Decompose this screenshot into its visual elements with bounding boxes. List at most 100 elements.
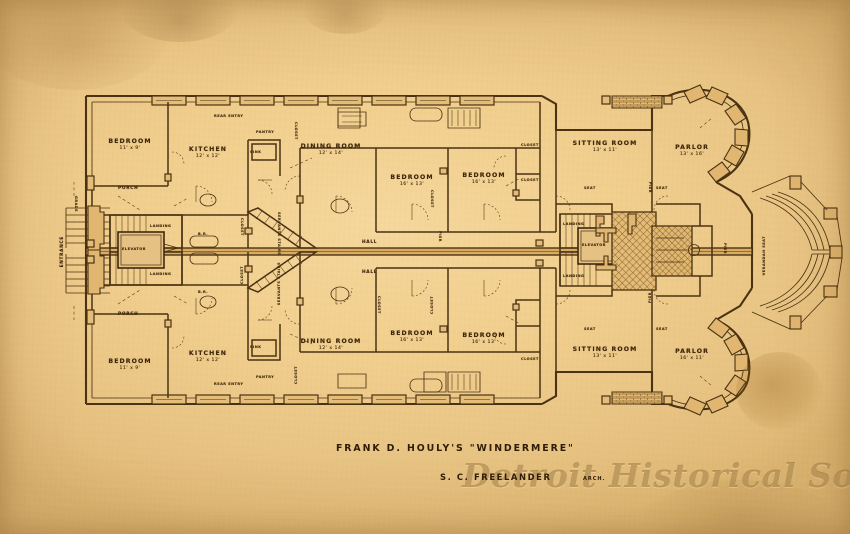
label-rear-entry-upper: REAR ENTRY <box>214 114 244 118</box>
room-label-upper-sitting: SITTING ROOM 13' x 11' <box>570 140 640 153</box>
label-rear-entry-lower: REAR ENTRY <box>214 382 244 386</box>
label-seat-1: SEAT <box>584 186 596 190</box>
room-name: SITTING ROOM <box>572 140 638 147</box>
servants-stair-upper <box>248 208 316 248</box>
page-title: FRANK D. HOULY'S "WINDERMERE" <box>336 443 575 454</box>
room-dims: 13' x 11' <box>592 354 618 359</box>
parlor-piers <box>595 213 637 237</box>
label-elevator-left: ELEVATOR <box>122 247 146 251</box>
label-bath-lower: B.R. <box>198 290 209 294</box>
room-label-upper-left-dining: DINING ROOM 12' x 14' <box>296 143 366 156</box>
room-label-upper-bedroom-1: BEDROOM 16' x 13' <box>380 174 444 187</box>
label-hall-upper: HALL <box>362 240 378 245</box>
label-pantry-lower: PANTRY <box>256 375 275 379</box>
turret-upper <box>671 84 749 183</box>
label-porch-upper: PORCH <box>118 186 139 191</box>
architect-signature: S. C. FREELANDER <box>440 472 552 482</box>
label-pier-2: PIER <box>648 292 652 303</box>
core-surround <box>556 203 713 297</box>
bottom-wall-openings <box>151 394 495 405</box>
room-label-upper-bedroom-2: BEDROOM 16' x 13' <box>452 172 516 185</box>
room-dims: 16' x 13' <box>399 182 425 187</box>
room-dims: 12' x 14' <box>318 151 344 156</box>
room-name: PARLOR <box>675 348 709 355</box>
label-pantry-upper: PANTRY <box>256 130 275 134</box>
room-label-lower-left-kitchen: KITCHEN 12' x 12' <box>178 350 238 363</box>
verandah-columns <box>789 175 843 330</box>
room-name: SITTING ROOM <box>572 346 638 353</box>
room-dims: 16' x 13' <box>471 180 497 185</box>
label-seat-3: SEAT <box>584 327 596 331</box>
room-dims: 11' x 9' <box>119 146 141 151</box>
room-label-upper-left-bedroom: BEDROOM 11' x 9' <box>100 138 160 151</box>
room-name: PARLOR <box>675 144 709 151</box>
door-jambs <box>86 167 544 333</box>
fireplace-lower <box>611 391 663 405</box>
room-dims: 12' x 12' <box>195 358 221 363</box>
label-pier-4: PIER <box>438 231 442 242</box>
room-label-lower-parlor: PARLOR 16' x 11' <box>662 348 722 361</box>
hall-piers <box>595 227 617 271</box>
label-closet-10: CLOSET <box>521 357 539 361</box>
label-pier-3: PIER <box>723 243 727 254</box>
label-porch-lower: PORCH <box>118 312 139 317</box>
turret-lower <box>671 317 749 416</box>
room-label-upper-left-kitchen: KITCHEN 12' x 12' <box>178 146 238 159</box>
label-closet-4: CLOSET <box>294 366 298 384</box>
room-dims: 16' x 13' <box>471 340 497 345</box>
room-label-lower-sitting: SITTING ROOM 13' x 11' <box>570 346 640 359</box>
label-entrance-left: ENTRANCE <box>60 236 65 268</box>
room-dims: 12' x 12' <box>195 154 221 159</box>
label-seat-4: SEAT <box>656 327 668 331</box>
room-name: KITCHEN <box>188 146 228 153</box>
room-dims: 13' x 11' <box>592 148 618 153</box>
top-wall-openings <box>151 95 495 106</box>
label-landing-a: LANDING <box>150 224 172 228</box>
room-name: BEDROOM <box>390 330 434 337</box>
label-sink-lower: SINK <box>250 345 262 349</box>
label-servants-stair-upper: SERVANTS STAIRS <box>277 212 281 256</box>
label-closet-1: CLOSET <box>240 218 244 236</box>
room-label-lower-left-bedroom: BEDROOM 11' x 9' <box>100 358 160 371</box>
room-name: BEDROOM <box>462 332 506 339</box>
room-dims: 12' x 14' <box>318 346 344 351</box>
label-hall-lower: HALL <box>362 270 378 275</box>
room-dims: 16' x 11' <box>679 356 705 361</box>
label-closet-5: CLOSET <box>377 296 381 314</box>
label-closet-9: CLOSET <box>521 178 539 182</box>
label-closet-3: CLOSET <box>294 122 298 140</box>
room-name: BEDROOM <box>462 172 506 179</box>
room-name: DINING ROOM <box>300 143 362 150</box>
left-stair-core <box>110 215 182 285</box>
label-closet-7: CLOSET <box>430 296 434 314</box>
room-label-lower-bedroom-2: BEDROOM 16' x 13' <box>452 332 516 345</box>
room-name: BEDROOM <box>108 358 152 365</box>
room-label-upper-parlor: PARLOR 13' x 16' <box>662 144 722 157</box>
room-name: DINING ROOM <box>300 338 362 345</box>
label-landing-b: LANDING <box>150 272 172 276</box>
label-pier-1: PIER <box>648 182 652 193</box>
label-closet-2: CLOSET <box>240 266 244 284</box>
label-elevator-right: ELEVATOR <box>582 243 606 247</box>
label-sink-upper: SINK <box>250 150 262 154</box>
architect-suffix: ARCH. <box>583 476 606 482</box>
label-landing-d: LANDING <box>563 274 585 278</box>
room-name: KITCHEN <box>188 350 228 357</box>
label-closet-8: CLOSET <box>521 143 539 147</box>
room-name: BEDROOM <box>390 174 434 181</box>
label-servants-stair-lower: SERVANTS STAIRS <box>277 262 281 306</box>
label-verandah-right: VERANDAH SEAT <box>762 236 766 276</box>
room-dims: 13' x 16' <box>679 152 705 157</box>
label-bath-upper: B.R. <box>198 232 209 236</box>
plumbing-fixtures <box>190 108 480 392</box>
verandah-right <box>752 175 843 330</box>
label-landing-c: LANDING <box>563 222 585 226</box>
door-swings <box>171 151 669 349</box>
label-grade-left: GRADE <box>74 196 78 213</box>
label-seat-2: SEAT <box>656 186 668 190</box>
room-dims: 11' x 9' <box>119 366 141 371</box>
room-name: BEDROOM <box>108 138 152 145</box>
